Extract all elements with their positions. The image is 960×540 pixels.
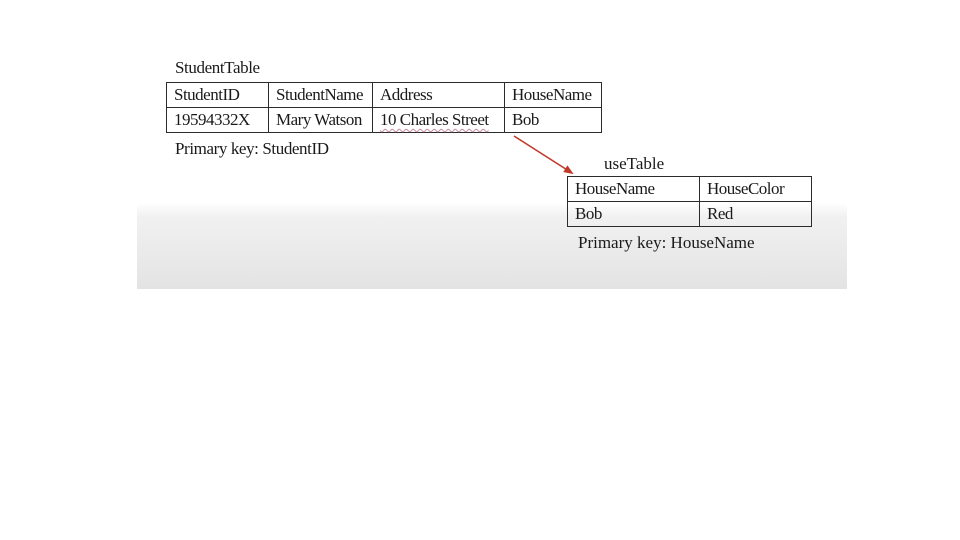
table-row: Bob Red bbox=[567, 201, 812, 227]
column-header: HouseColor bbox=[699, 176, 812, 202]
table-header-row: StudentID StudentName Address HouseName bbox=[166, 82, 602, 108]
table-cell: Red bbox=[699, 201, 812, 227]
table-cell: Bob bbox=[567, 201, 700, 227]
student-table: StudentID StudentName Address HouseName … bbox=[166, 82, 602, 133]
table-cell: Mary Watson bbox=[268, 107, 373, 133]
column-header: StudentName bbox=[268, 82, 373, 108]
student-table-title: StudentTable bbox=[175, 58, 260, 77]
house-table-title: useTable bbox=[604, 154, 665, 173]
table-row: 19594332X Mary Watson 10 Charles Street … bbox=[166, 107, 602, 133]
column-header: HouseName bbox=[504, 82, 602, 108]
column-header: StudentID bbox=[166, 82, 269, 108]
table-cell: 10 Charles Street bbox=[372, 107, 505, 133]
column-header: HouseName bbox=[567, 176, 700, 202]
table-cell: Bob bbox=[504, 107, 602, 133]
house-primary-key-note: Primary key: HouseName bbox=[578, 233, 755, 252]
table-header-row: HouseName HouseColor bbox=[567, 176, 812, 202]
slide-panel bbox=[137, 38, 847, 289]
student-primary-key-note: Primary key: StudentID bbox=[175, 139, 329, 158]
table-cell: 19594332X bbox=[166, 107, 269, 133]
column-header: Address bbox=[372, 82, 505, 108]
house-table: HouseName HouseColor Bob Red bbox=[567, 176, 812, 227]
address-value: 10 Charles Street bbox=[380, 110, 489, 129]
